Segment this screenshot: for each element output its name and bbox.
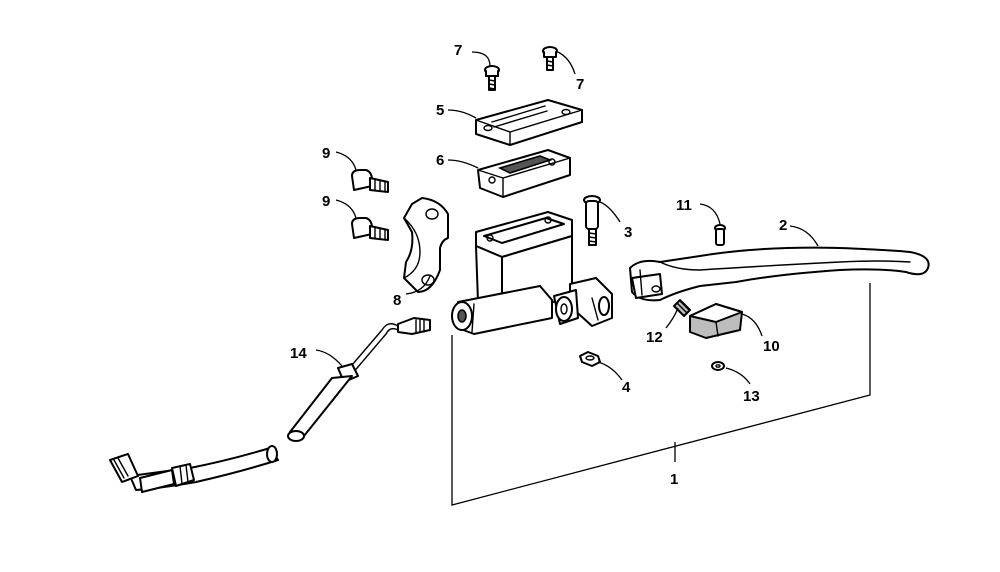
brake-lever-2 (629, 246, 930, 302)
leader-lines (315, 51, 819, 385)
callout-5: 5 (436, 102, 444, 119)
callout-9-bottom: 9 (322, 193, 330, 210)
callout-1: 1 (670, 471, 678, 488)
screw-7-right (542, 46, 558, 71)
reservoir-diaphragm-6 (477, 149, 571, 198)
callout-2: 2 (779, 217, 787, 234)
callout-12: 12 (646, 329, 663, 346)
reservoir-cover-5 (475, 99, 583, 146)
callout-14: 14 (290, 345, 307, 362)
callout-3: 3 (624, 224, 632, 241)
screw-7-left (484, 65, 500, 91)
handlebar-clamp-8 (403, 197, 449, 293)
pivot-bolt-3 (583, 195, 601, 246)
callout-8: 8 (393, 292, 401, 309)
callout-labels: 1 2 3 4 5 6 7 7 8 9 9 10 11 12 13 14 (290, 42, 787, 488)
callout-4: 4 (622, 379, 631, 396)
pin-11 (714, 224, 726, 246)
adjuster-block-10 (689, 303, 743, 339)
nut-4 (579, 351, 601, 367)
callout-6: 6 (436, 152, 444, 169)
spring-12 (673, 299, 691, 317)
screw-9-bottom (351, 217, 389, 241)
callout-7-left: 7 (454, 42, 462, 59)
callout-9-top: 9 (322, 145, 330, 162)
brake-hose-14 (109, 317, 431, 493)
assembly-bracket (451, 283, 871, 506)
callout-7-right: 7 (576, 76, 584, 93)
screw-9-top (351, 169, 389, 193)
washer-13 (711, 361, 725, 371)
callout-11: 11 (676, 197, 692, 214)
master-cylinder-body (451, 211, 613, 335)
callout-10: 10 (763, 338, 780, 355)
callout-13: 13 (743, 388, 760, 405)
